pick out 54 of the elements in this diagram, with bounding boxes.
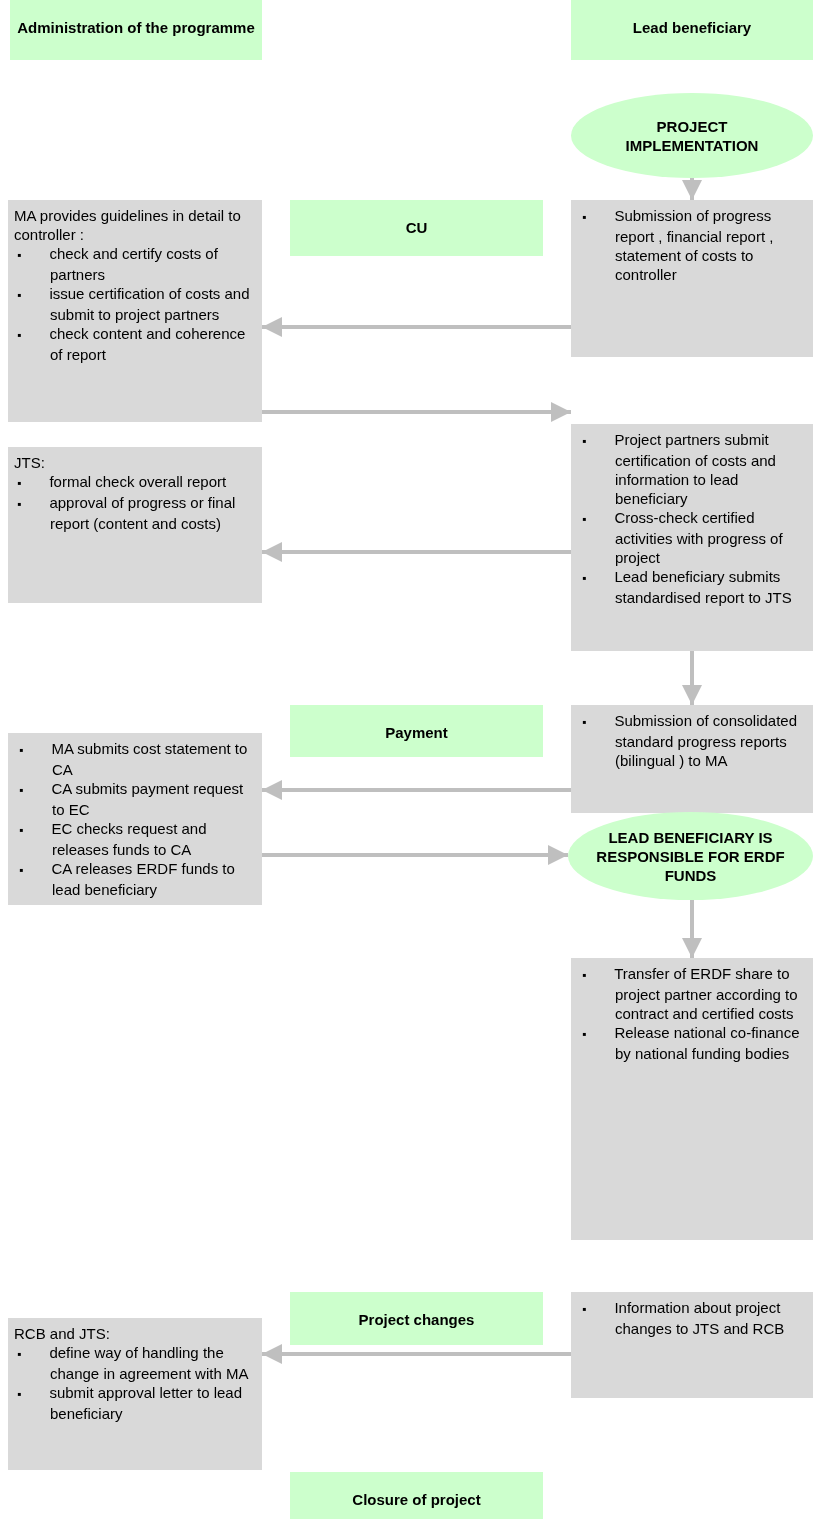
arrow	[682, 178, 702, 200]
bullet-item: ▪ EC checks request and releases funds to CA	[18, 819, 208, 859]
bullet-item: ▪ issue certification of costs and submit to project partners	[16, 284, 251, 324]
lane-header	[10, 0, 262, 60]
bullet-item: ▪ Transfer of ERDF share to project partner according to contract and certified costs	[581, 964, 799, 1023]
arrow	[262, 780, 571, 800]
bullet-item: ▪ Project partners submit certification of costs and information to lead beneficiary	[581, 430, 777, 508]
process-box	[571, 1292, 813, 1398]
node-text: PROJECT IMPLEMENTATION	[624, 116, 760, 155]
header-text: Administration of the programme	[17, 18, 255, 37]
header-text: Closure of project	[352, 1490, 481, 1509]
arrow	[262, 542, 571, 562]
process-box	[571, 958, 813, 1240]
process-box	[8, 1318, 262, 1470]
box-heading: JTS:	[14, 453, 46, 472]
lane-header	[571, 0, 813, 60]
bullet-item: ▪ CA releases ERDF funds to lead beneficiary	[18, 859, 236, 899]
header-text: Payment	[385, 723, 448, 742]
bullet-item: ▪ CA submits payment request to EC	[18, 779, 245, 819]
bullet-item: ▪ Cross-check certified activities with progress of project	[581, 508, 784, 567]
process-box	[8, 733, 262, 905]
header-text: Lead beneficiary	[632, 18, 752, 37]
bullet-item: ▪ Submission of progress report , financial report , statement of costs to controller	[581, 206, 775, 284]
arrow	[262, 1344, 571, 1364]
bullet-item: ▪ submit approval letter to lead beneficiary	[16, 1383, 244, 1423]
header-text: Project changes	[358, 1310, 475, 1329]
arrow	[262, 845, 568, 865]
lane-header	[290, 1472, 543, 1519]
lane-header	[290, 200, 543, 256]
arrow	[682, 900, 702, 958]
process-box	[571, 200, 813, 357]
arrow	[262, 317, 571, 337]
process-box	[571, 705, 813, 813]
bullet-item: ▪ approval of progress or final report (content and costs)	[16, 493, 237, 533]
bullet-item: ▪ define way of handling the change in agreement with MA	[16, 1343, 250, 1383]
node-text: LEAD BENEFICIARY IS RESPONSIBLE FOR ERDF FUNDS	[595, 827, 786, 885]
bullet-item: ▪ Information about project changes to JTS and RCB	[581, 1298, 786, 1338]
lane-header	[290, 705, 543, 757]
bullet-item: ▪ Release national co-finance by national funding bodies	[581, 1023, 801, 1063]
bullet-item: ▪ check and certify costs of partners	[16, 244, 219, 284]
bullet-item: ▪ check content and coherence of report	[16, 324, 247, 364]
bullet-item: ▪ MA submits cost statement to CA	[18, 739, 249, 779]
process-box	[8, 447, 262, 603]
process-box	[8, 200, 262, 422]
arrow	[262, 402, 571, 422]
process-box	[571, 424, 813, 651]
bullet-item: ▪ formal check overall report	[16, 472, 228, 492]
header-text: CU	[405, 218, 428, 237]
bullet-item: ▪ Lead beneficiary submits standardised report to JTS	[581, 567, 793, 607]
box-heading: RCB and JTS:	[14, 1324, 111, 1343]
lane-header	[290, 1292, 543, 1345]
arrow	[682, 651, 702, 705]
bullet-item: ▪ Submission of consolidated standard progress reports (bilingual ) to MA	[581, 711, 799, 770]
box-heading: MA provides guidelines in detail to controller :	[14, 206, 242, 244]
